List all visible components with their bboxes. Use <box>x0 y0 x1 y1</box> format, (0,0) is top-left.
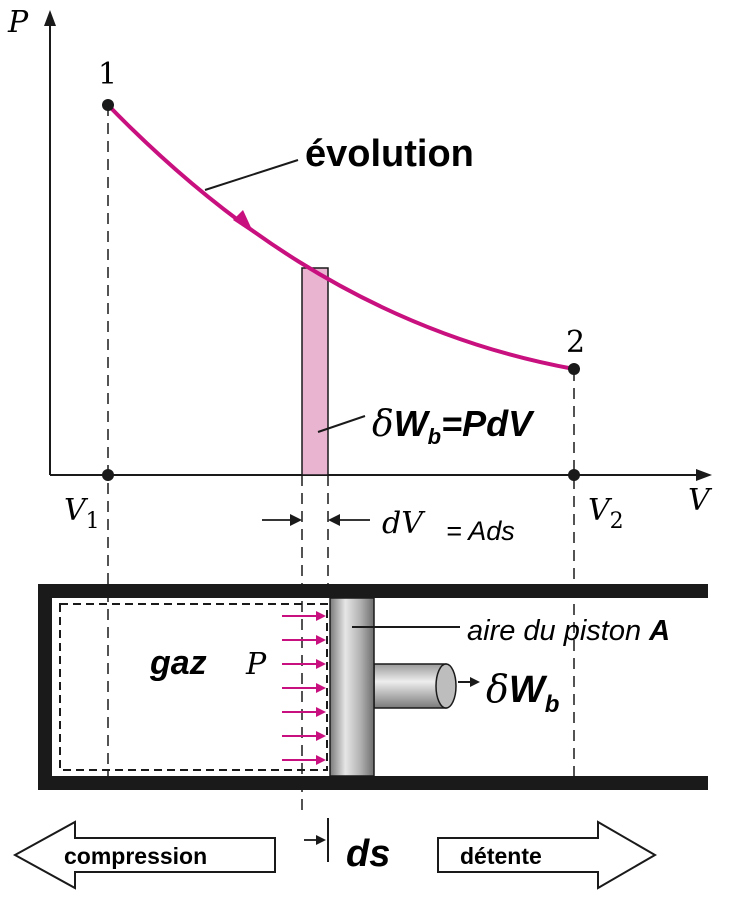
cylinder-top-wall <box>38 584 708 598</box>
work-strip <box>301 267 329 476</box>
dv-left-arrowhead <box>290 514 302 526</box>
detente-arrow <box>437 820 657 890</box>
evolution-label: évolution <box>305 133 474 175</box>
cylinder-bottom-wall <box>38 776 708 790</box>
process-direction-arrow <box>233 210 254 234</box>
pressure-label: P <box>245 647 267 682</box>
compression-label: compression <box>64 843 207 869</box>
state-label-2: 2 <box>566 325 585 360</box>
state-point-2 <box>568 363 580 375</box>
gas-label: gaz <box>149 644 207 682</box>
v1-label: V1 <box>64 493 100 534</box>
evolution-leader-line <box>204 159 299 191</box>
v2-axis-point <box>568 469 580 481</box>
cylinder-end-wall <box>38 584 52 790</box>
p-axis-arrowhead <box>44 10 56 26</box>
ads-label: = Ads <box>446 516 515 546</box>
work-output-label: δWb <box>486 667 559 718</box>
v2-label: V2 <box>588 493 624 534</box>
gas-region <box>59 603 328 771</box>
pressure-arrowheads <box>316 611 326 765</box>
axes <box>49 22 700 476</box>
ds-arrowhead <box>316 835 326 845</box>
dv-right-arrowhead <box>328 514 340 526</box>
p-axis-label: P <box>7 5 29 40</box>
ds-label: ds <box>346 833 390 875</box>
cylinder <box>38 584 708 790</box>
state-point-1 <box>102 99 114 111</box>
process-curve <box>106 103 575 371</box>
dashed-guides <box>107 105 575 810</box>
piston <box>329 597 375 777</box>
v-axis-label: V <box>688 483 713 518</box>
work-leader-line <box>317 415 366 433</box>
piston-rod <box>373 663 447 709</box>
detente-label: détente <box>460 843 542 869</box>
dv-label: dV <box>382 506 426 541</box>
pressure-arrows <box>282 615 318 761</box>
compression-arrow <box>12 820 276 890</box>
v-axis-arrowhead <box>696 469 712 481</box>
work-label: δWb=PdV <box>372 403 535 449</box>
v1-axis-point <box>102 469 114 481</box>
piston-area-label: aire du piston A <box>467 615 670 647</box>
piston-rod-end <box>435 663 457 709</box>
state-label-1: 1 <box>98 57 117 92</box>
work-output-arrowhead <box>470 677 480 687</box>
